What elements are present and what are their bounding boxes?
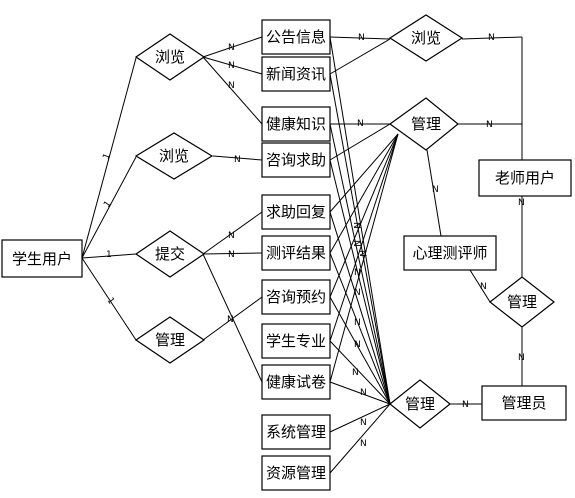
edges xyxy=(81,36,523,474)
card-1-manage: 1 xyxy=(105,296,116,306)
card-n-fan-1: N xyxy=(351,222,361,229)
rel-student-manage: 管理 xyxy=(134,316,206,364)
card-n-teacher-browse-left: N xyxy=(358,33,365,43)
card-n-tester-b: N xyxy=(480,282,487,292)
entity-student-user: 学生用户 xyxy=(1,239,83,278)
cardinality-labels: 1 1 1 1 N N N N N N N N N N N N N N N N … xyxy=(102,33,525,449)
card-n-fan-11: N xyxy=(360,439,367,449)
rel-teacher-browse-label: 浏览 xyxy=(411,29,441,47)
entity-test-result: 测评结果 xyxy=(261,235,331,271)
card-n-consult-booking: N xyxy=(227,315,234,325)
card-n-news: N xyxy=(228,61,235,71)
card-n-tester-a: N xyxy=(432,185,439,195)
card-n-admin-manage: N xyxy=(462,400,469,410)
card-n-teacher-manage-left: N xyxy=(357,119,364,129)
entity-announcement: 公告信息 xyxy=(261,19,331,55)
entity-health-knowledge-label: 健康知识 xyxy=(266,115,326,133)
card-1-submit: 1 xyxy=(106,250,112,260)
card-n-fan-8: N xyxy=(352,368,359,378)
entity-administrator-label: 管理员 xyxy=(501,394,546,412)
entity-teacher-user: 老师用户 xyxy=(478,159,572,197)
rel-student-submit-label: 提交 xyxy=(155,245,185,263)
card-1-browse-mid: 1 xyxy=(102,199,113,209)
entity-help-reply-label: 求助回复 xyxy=(266,203,326,221)
card-n-fan-3: N xyxy=(357,250,367,257)
entity-announcement-label: 公告信息 xyxy=(266,28,326,46)
card-n-fan-7: N xyxy=(354,340,361,350)
card-n-health-knowledge: N xyxy=(228,81,235,91)
card-n-fan-2: N xyxy=(351,240,361,247)
entity-test-result-label: 测评结果 xyxy=(266,244,326,262)
entity-consult-help-label: 咨询求助 xyxy=(266,151,326,169)
rel-admin-manage-label: 管理 xyxy=(405,395,435,413)
rel-student-submit: 提交 xyxy=(134,230,206,278)
rel-tester-manage: 管理 xyxy=(489,276,555,328)
rel-teacher-manage: 管理 xyxy=(388,97,459,151)
entity-student-major-label: 学生专业 xyxy=(266,332,326,350)
entity-student-major: 学生专业 xyxy=(261,323,331,359)
card-1-browse-top: 1 xyxy=(102,152,113,161)
card-n-admin-bottom: N xyxy=(518,353,525,363)
card-n-fan-6: N xyxy=(354,318,361,328)
entity-news: 新闻资讯 xyxy=(261,56,331,92)
card-n-teacher-browse-right: N xyxy=(488,33,495,43)
entity-news-label: 新闻资讯 xyxy=(266,65,326,83)
entity-consult-booking: 咨询预约 xyxy=(261,279,331,315)
rel-student-browse-top-label: 浏览 xyxy=(155,48,185,66)
entity-system-manage: 系统管理 xyxy=(261,414,331,450)
card-n-announcement: N xyxy=(228,43,235,53)
entity-teacher-user-label: 老师用户 xyxy=(495,169,555,187)
rel-teacher-manage-label: 管理 xyxy=(411,115,441,133)
entity-health-exam: 健康试卷 xyxy=(261,364,331,400)
entity-system-manage-label: 系统管理 xyxy=(266,423,326,441)
card-n-test-result: N xyxy=(228,250,235,260)
card-n-fan-9: N xyxy=(360,388,367,398)
card-n-teacher-admin: N xyxy=(518,198,525,208)
card-n-help-reply: N xyxy=(228,231,235,241)
entity-psych-tester-label: 心理测评师 xyxy=(412,244,487,262)
card-n-fan-4: N xyxy=(354,268,361,278)
entity-health-knowledge: 健康知识 xyxy=(261,106,331,142)
rel-admin-manage: 管理 xyxy=(389,379,451,429)
entity-consult-booking-label: 咨询预约 xyxy=(266,288,326,306)
card-n-consult-help: N xyxy=(234,155,241,165)
rel-teacher-browse: 浏览 xyxy=(388,14,464,62)
card-n-fan-5: N xyxy=(354,288,361,298)
rel-student-manage-label: 管理 xyxy=(155,331,185,349)
rel-student-browse-top: 浏览 xyxy=(134,33,206,81)
entity-psych-tester: 心理测评师 xyxy=(403,235,497,271)
entity-health-exam-label: 健康试卷 xyxy=(266,373,326,391)
rel-tester-manage-label: 管理 xyxy=(507,293,537,311)
card-n-teacher-manage-right: N xyxy=(486,120,493,130)
card-n-fan-10: N xyxy=(360,418,367,428)
entity-administrator: 管理员 xyxy=(481,385,567,421)
entity-resource-manage: 资源管理 xyxy=(261,455,331,491)
entity-resource-manage-label: 资源管理 xyxy=(266,464,326,482)
rel-student-browse-mid: 浏览 xyxy=(134,132,214,180)
entity-student-user-label: 学生用户 xyxy=(12,250,72,268)
rel-student-browse-mid-label: 浏览 xyxy=(159,147,189,165)
entity-consult-help: 咨询求助 xyxy=(261,142,331,178)
entity-help-reply: 求助回复 xyxy=(261,194,331,230)
